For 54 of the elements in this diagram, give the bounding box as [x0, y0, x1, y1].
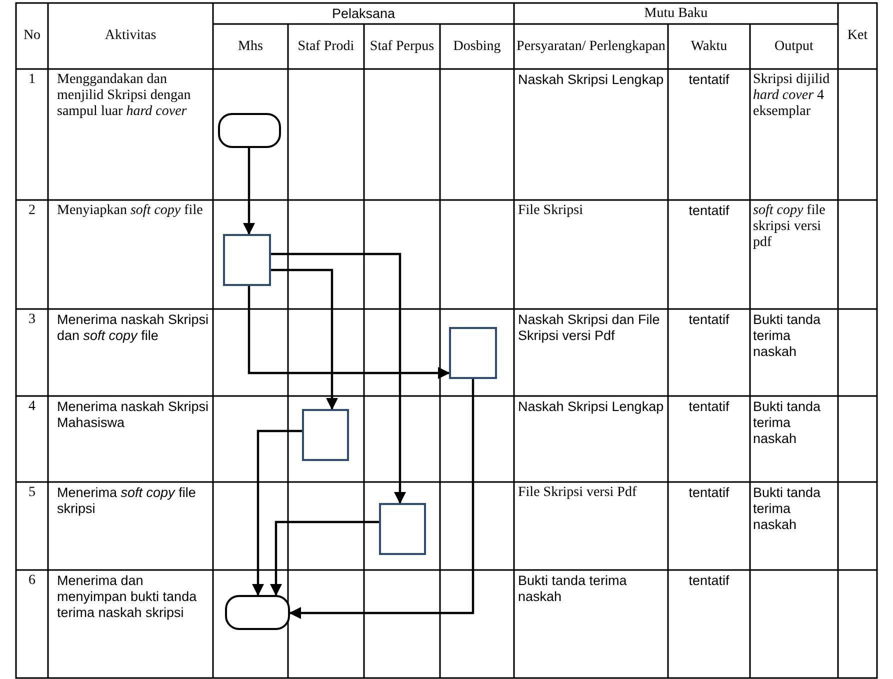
time-text: tentatif — [688, 573, 730, 589]
header-text: Mutu Baku — [644, 6, 708, 22]
terminator-shape — [225, 595, 290, 630]
requirement-text: Bukti tanda terima naskah — [518, 573, 628, 605]
header-text: Aktivitas — [104, 28, 156, 44]
output-text: Bukti tanda terima naskah — [753, 399, 822, 447]
header-text: Dosbing — [453, 38, 501, 54]
time-text: tentatif — [688, 485, 730, 501]
row-number: 4 — [28, 399, 36, 415]
activity-text: Menerima naskah Skripsi dan soft copy file — [57, 312, 209, 344]
output-text: Skripsi dijilid hard cover 4 eksemplar — [753, 72, 831, 120]
row-number: 1 — [28, 72, 36, 88]
time-text: tentatif — [688, 203, 730, 219]
arrow — [270, 520, 379, 596]
header-text: Ket — [847, 28, 868, 44]
header-text: Output — [774, 38, 814, 54]
requirement-text: File Skripsi versi Pdf — [518, 485, 638, 501]
header-text: Staf Prodi — [298, 38, 354, 54]
row-number: 6 — [28, 573, 36, 589]
activity-text: Menggandakan dan menjilid Skripsi dengan sampul luar hard cover — [57, 72, 192, 120]
time-text: tentatif — [688, 312, 730, 328]
output-text: soft copy file skripsi versi pdf — [753, 203, 826, 251]
header-text: Persyaratan/ Perlengkapan — [516, 38, 666, 54]
activity-text: Menerima naskah Skripsi Mahasiswa — [57, 399, 209, 431]
process-box — [223, 234, 271, 286]
header-text: No — [23, 28, 41, 44]
process-box — [379, 503, 426, 555]
output-text: Bukti tanda terima naskah — [753, 485, 822, 533]
time-text: tentatif — [688, 72, 730, 88]
arrow — [248, 286, 450, 379]
activity-text: Menyiapkan soft copy file — [57, 203, 204, 219]
header-text: Staf Perpus — [370, 38, 434, 54]
arrow — [271, 268, 338, 410]
activity-text: Menerima dan menyimpan bukti tanda terima naskah skripsi — [57, 573, 198, 621]
requirement-text: Naskah Skripsi dan File Skripsi versi Pdf — [518, 312, 661, 344]
process-box — [302, 409, 349, 461]
output-text: Bukti tanda terima naskah — [753, 312, 822, 360]
requirement-text: Naskah Skripsi Lengkap — [518, 399, 665, 415]
row-number: 5 — [28, 485, 36, 501]
row-number: 2 — [28, 203, 36, 219]
time-text: tentatif — [688, 399, 730, 415]
arrow — [252, 430, 302, 596]
header-text: Waktu — [690, 38, 728, 54]
requirement-text: Naskah Skripsi Lengkap — [518, 72, 665, 88]
header-text: Mhs — [238, 38, 263, 54]
activity-text: Menerima soft copy file skripsi — [57, 485, 197, 517]
requirement-text: File Skripsi — [518, 203, 584, 219]
header-text: Pelaksana — [332, 6, 396, 22]
terminator-shape — [218, 113, 281, 148]
arrow — [289, 379, 474, 619]
row-number: 3 — [28, 312, 36, 328]
arrow — [271, 252, 406, 504]
process-box — [449, 327, 497, 379]
arrow — [243, 148, 255, 235]
